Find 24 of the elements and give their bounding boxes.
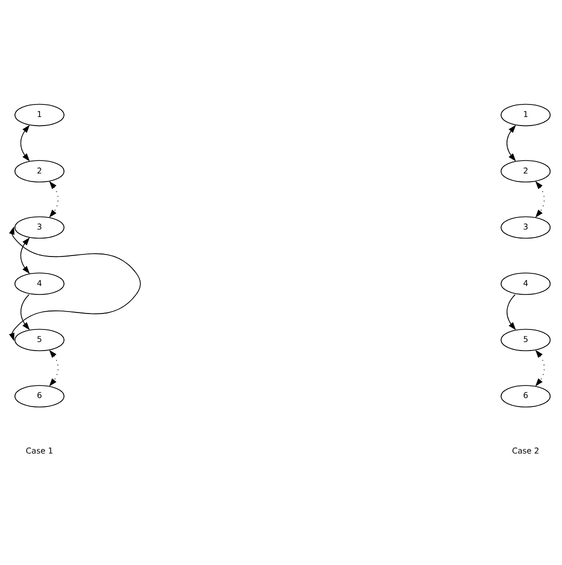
node-ellipse: 6 — [500, 384, 551, 407]
node-ellipse: 4 — [500, 272, 551, 294]
arrow — [20, 124, 30, 161]
arrow — [535, 180, 545, 218]
arrow — [49, 180, 58, 218]
node-ellipse: 1 — [14, 103, 64, 126]
arrow — [506, 124, 516, 161]
node-ellipse: 1 — [500, 103, 551, 126]
node-ellipse: 2 — [500, 160, 551, 182]
arrow — [9, 226, 141, 341]
arrow — [20, 236, 30, 274]
label: Case 1 — [26, 446, 54, 456]
arrow — [49, 349, 58, 386]
label: Case 2 — [512, 446, 540, 456]
arrow — [506, 294, 516, 330]
node-ellipse: 5 — [500, 328, 551, 351]
node-ellipse: 3 — [500, 216, 551, 238]
arrow — [20, 294, 30, 330]
node-ellipse: 4 — [14, 272, 64, 294]
arrow — [535, 349, 545, 386]
node-ellipse: 3 — [14, 216, 64, 238]
node-ellipse: 5 — [14, 328, 64, 351]
node-ellipse: 6 — [14, 384, 64, 407]
node-ellipse: 2 — [14, 160, 64, 182]
